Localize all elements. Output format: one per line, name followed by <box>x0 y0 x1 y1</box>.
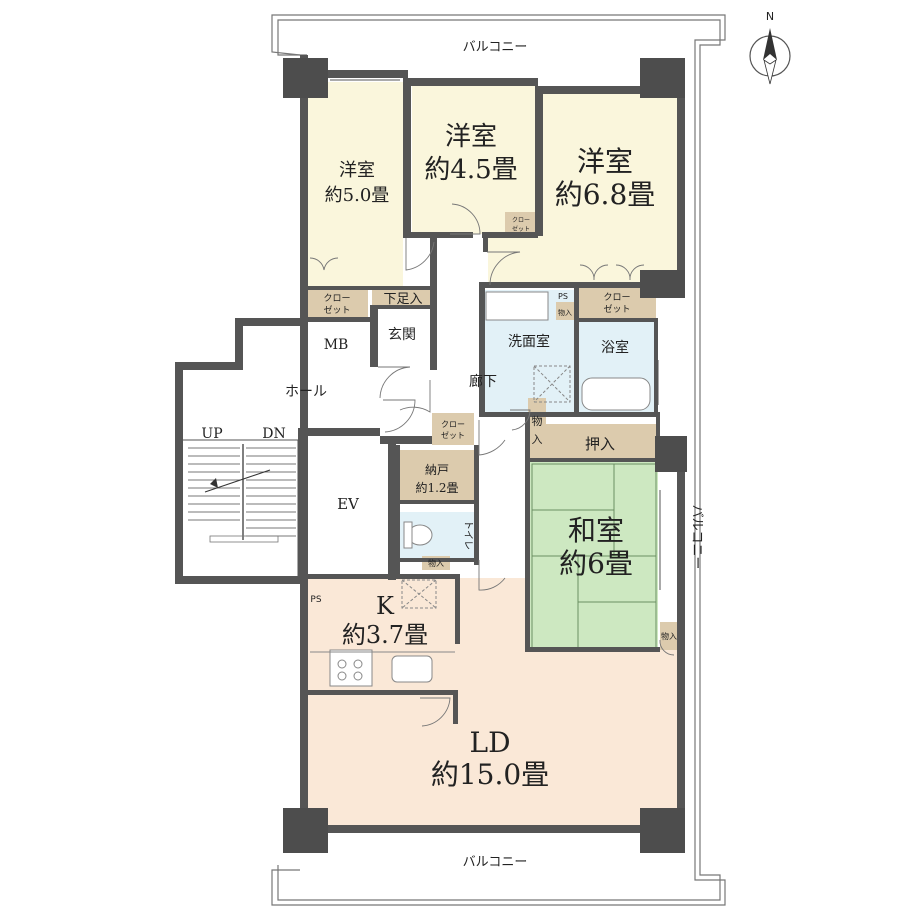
closet-d-fill <box>432 413 474 445</box>
stairs-down-label: DN <box>262 426 285 442</box>
toilet-name: トイレ <box>462 520 473 550</box>
closet-a-line2: ゼット <box>323 304 350 316</box>
oshiire-fill <box>546 424 656 460</box>
stairwell <box>179 439 299 581</box>
bathroom-name: 浴室 <box>601 339 629 356</box>
storeroom-fill <box>400 450 475 500</box>
balcony-outline <box>271 14 726 906</box>
door-swings <box>309 203 675 727</box>
closet-c-line1: クロー <box>603 292 630 303</box>
western-room-a-name: 洋室 <box>339 160 375 181</box>
meter-box-label: MB <box>324 337 349 353</box>
balcony-bottom-label: バルコニー <box>463 855 528 870</box>
living-floor <box>308 578 680 830</box>
ld-storage-fill <box>660 622 678 650</box>
toilet-storage-label: 物入 <box>428 558 444 568</box>
closet-b-line1: クロー <box>512 217 530 224</box>
hall-label: ホール <box>285 384 327 400</box>
corridor-storage-line1: 物 <box>532 414 543 428</box>
western-room-b-name: 洋室 <box>445 122 497 152</box>
bathtub <box>581 377 651 411</box>
balcony-top-label: バルコニー <box>463 40 528 55</box>
corridor-storage-line2: 入 <box>532 433 543 446</box>
japanese-room-name: 和室 <box>568 514 624 547</box>
ps-top-label: PS <box>558 292 568 301</box>
western-room-c-size: 約6.8畳 <box>555 178 656 211</box>
sink <box>391 655 433 683</box>
oshiire-name: 押入 <box>585 435 615 453</box>
fixtures <box>310 291 651 687</box>
elevator-label: EV <box>337 495 360 513</box>
closet-a-fill <box>308 289 368 317</box>
western-room-c-floor <box>488 92 678 286</box>
closet-d-line2: ゼット <box>441 430 465 440</box>
shower-drain <box>533 365 571 403</box>
windows <box>330 79 682 830</box>
western-room-c-name: 洋室 <box>577 145 633 178</box>
fridge-space <box>401 579 437 609</box>
balcony-right-label: バルコニー <box>689 505 704 570</box>
shoe-storage-fill <box>372 289 434 307</box>
closet-d-line1: クロー <box>441 420 465 429</box>
ps-kitchen-label: PS <box>310 595 321 605</box>
entrance-name: 玄関 <box>388 326 416 343</box>
closet-b-line2: ゼット <box>512 225 530 233</box>
western-room-b-size: 約4.5畳 <box>424 155 517 185</box>
washroom-name: 洗面室 <box>508 333 550 350</box>
closet-a-line1: クロー <box>323 293 350 304</box>
corridor-storage-fill <box>528 398 546 460</box>
living-dining-size: 約15.0畳 <box>431 758 549 791</box>
wash-storage-fill <box>556 302 574 320</box>
stove <box>329 649 373 687</box>
pillars <box>283 58 687 853</box>
living-dining-name: LD <box>469 726 510 759</box>
stairs-up-label: UP <box>201 426 222 442</box>
closet-c-line2: ゼット <box>603 303 630 315</box>
storeroom-name: 納戸 <box>425 463 449 477</box>
wash-storage-label: 物入 <box>558 308 572 317</box>
shoe-storage-name: 下足入 <box>383 292 422 307</box>
kitchen-size: 約3.7畳 <box>342 621 428 649</box>
ld-storage-label: 物入 <box>661 631 677 641</box>
western-room-a-floor <box>308 82 403 290</box>
western-room-a-size: 約5.0畳 <box>325 185 390 206</box>
japanese-room-size: 約6畳 <box>559 547 633 580</box>
storeroom-size: 約1.2畳 <box>415 480 458 495</box>
compass-icon: N <box>749 10 791 85</box>
compass-north-label: N <box>766 10 774 23</box>
corridor-name: 廊下 <box>469 373 497 390</box>
kitchen-name: K <box>376 592 395 620</box>
